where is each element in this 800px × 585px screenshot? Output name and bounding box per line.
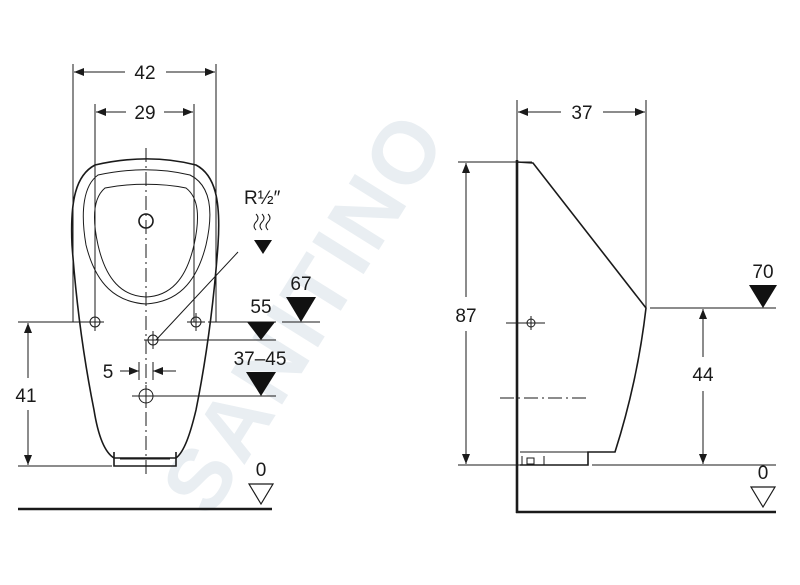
bowl-outer (82, 169, 211, 305)
floor-marker-front (247, 483, 275, 506)
bowl-inner (93, 183, 198, 298)
floor-marker-side (749, 486, 777, 509)
side-inlet-point (506, 316, 545, 330)
drain-point (132, 385, 160, 407)
dim-width-outer-label: 42 (134, 63, 155, 84)
fixing-point-right (187, 313, 205, 331)
level-67-marker (286, 297, 316, 322)
dim-offset-label: 5 (103, 362, 114, 383)
level-70-marker (749, 285, 777, 308)
water-inlet-point (144, 331, 162, 349)
thread-label: R½″ (244, 188, 281, 209)
dim-44-label: 44 (692, 365, 714, 386)
side-base (520, 451, 588, 465)
thread-leader (155, 251, 239, 341)
floor-label-front: 0 (256, 460, 267, 481)
dim-depth-label: 37 (571, 103, 592, 124)
water-supply-icon (253, 213, 272, 254)
front-view: 42 29 41 5 R½″ 55 67 (15, 63, 320, 511)
level-67-label: 67 (290, 274, 311, 295)
level-55-marker (247, 322, 275, 340)
side-base-detail (526, 457, 535, 465)
base-foot (113, 452, 177, 467)
level-range-label: 37–45 (234, 349, 287, 370)
dim-width-inner-label: 29 (134, 103, 155, 124)
level-70-label: 70 (752, 262, 773, 283)
urinal-side-outline (516, 161, 647, 466)
level-55-label: 55 (250, 297, 271, 318)
level-range-marker (246, 372, 276, 396)
urinal-front-outline (70, 158, 220, 459)
dim-height-side-label: 87 (455, 306, 476, 327)
side-view: 37 87 44 70 0 (455, 100, 777, 514)
dim-height-label: 41 (15, 386, 36, 407)
floor-label-side: 0 (758, 463, 769, 484)
